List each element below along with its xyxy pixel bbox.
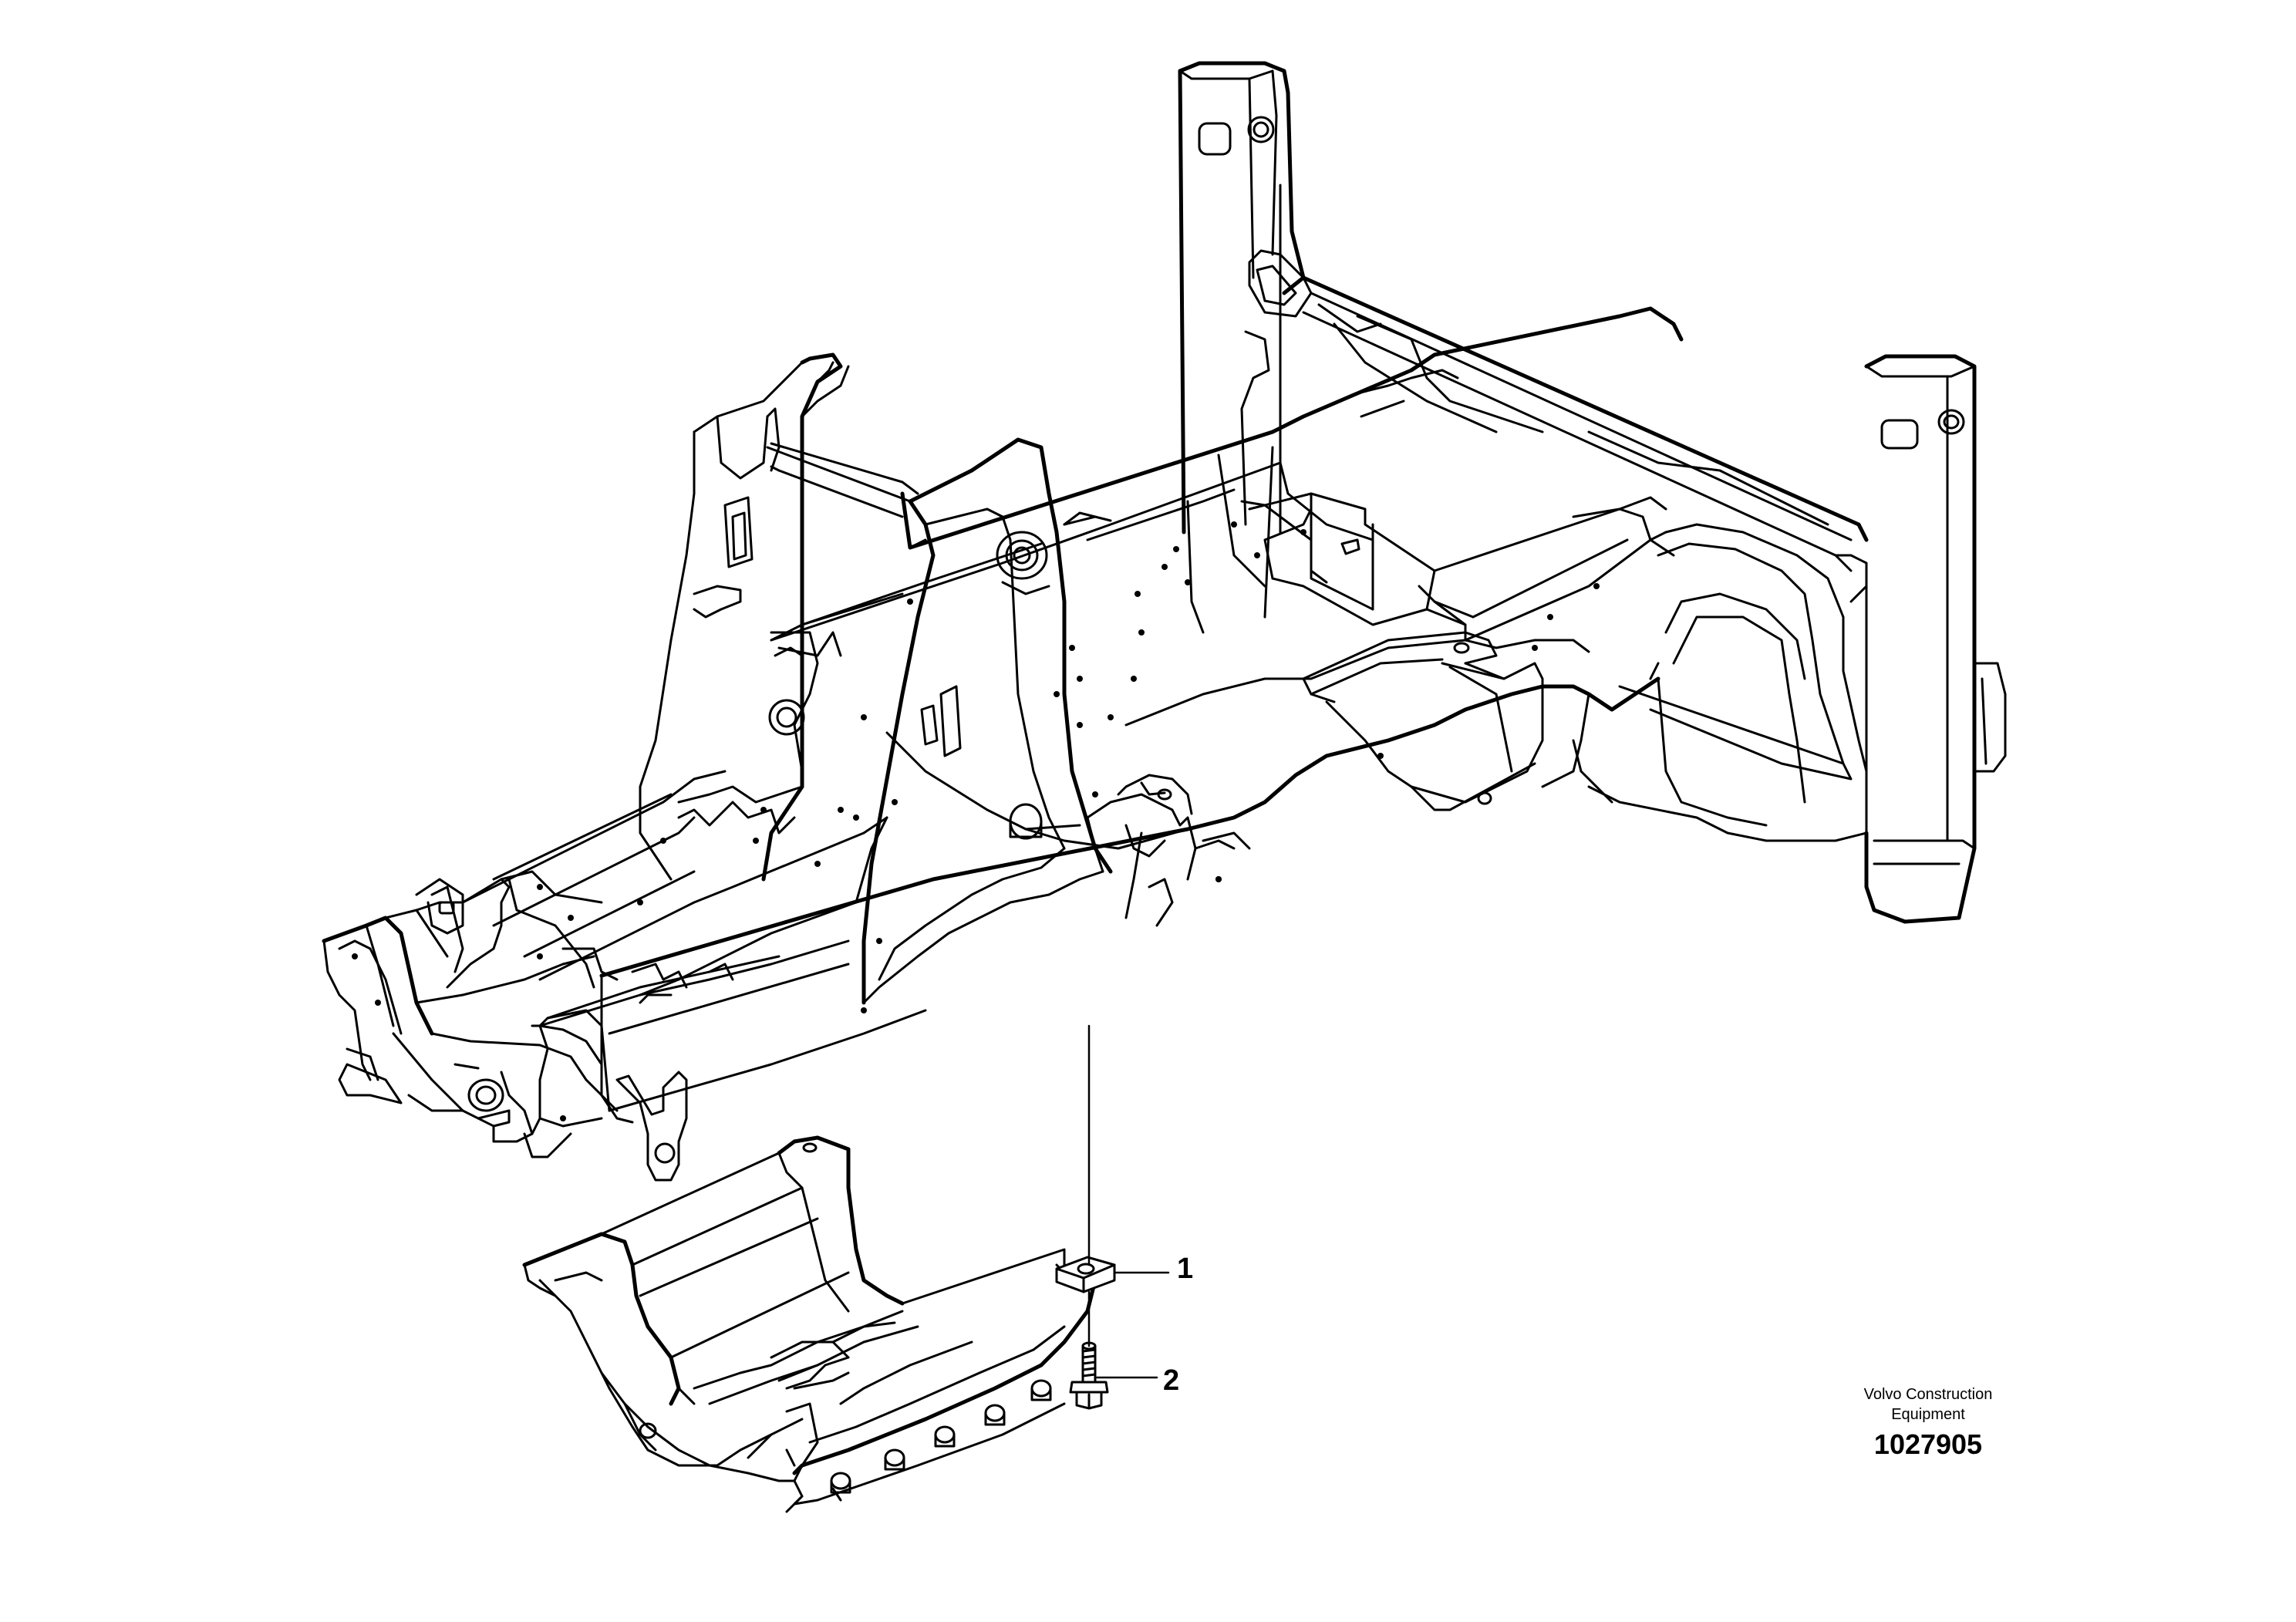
front-main-beam bbox=[599, 542, 1660, 1124]
upper-cross-bar bbox=[766, 442, 919, 518]
center-mounting-brackets bbox=[1086, 774, 1251, 927]
callout-1-label: 1 bbox=[1177, 1253, 1194, 1285]
rear-gusset bbox=[1302, 631, 1544, 811]
callout-2-label: 2 bbox=[1163, 1364, 1180, 1397]
center-pillar bbox=[861, 437, 1113, 1005]
front-inner-panels bbox=[461, 770, 888, 996]
step-bracket bbox=[522, 1135, 1097, 1513]
rear-left-upright bbox=[1178, 61, 1313, 534]
company-name-line-2: Equipment bbox=[1891, 1406, 1965, 1423]
step-studs bbox=[830, 1379, 1052, 1494]
leader-lines bbox=[1087, 1024, 1170, 1379]
main-longitudinal-beam bbox=[770, 306, 1684, 642]
front-box-assembly bbox=[322, 870, 927, 1182]
rear-cross-beam bbox=[1301, 275, 1869, 603]
drawing-number: 1027905 bbox=[1873, 1428, 1983, 1460]
flange-washer-part bbox=[1055, 1256, 1116, 1293]
front-left-pillar bbox=[639, 352, 850, 882]
drawing-caption: Volvo Construction Equipment 1027905 bbox=[1836, 1384, 2021, 1462]
panel-holes bbox=[352, 521, 1600, 1121]
rear-right-upright bbox=[1864, 354, 2007, 924]
flange-bolt-part bbox=[1069, 1341, 1109, 1410]
rear-frame-arch bbox=[1572, 523, 1868, 842]
company-name-line-1: Volvo Construction bbox=[1863, 1386, 1993, 1403]
